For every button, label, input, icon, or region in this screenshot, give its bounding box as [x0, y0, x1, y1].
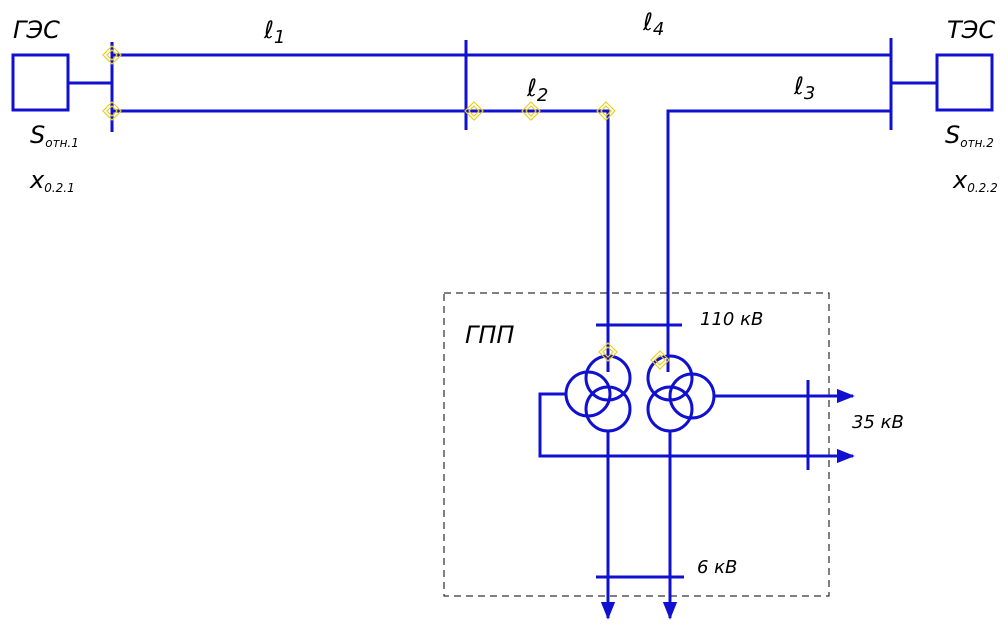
feed-t1-mid: [538, 392, 808, 458]
station-right-name: ТЭС: [947, 16, 995, 44]
station-right-reactance: x0.2.2: [952, 166, 998, 195]
station-left-name: ГЭС: [13, 16, 60, 44]
station-left-power: Sотн.1: [30, 121, 79, 150]
station-left-reactance-sub: 0.2.1: [44, 181, 75, 195]
transformer-1: [564, 354, 632, 433]
line-label-l3-index: 3: [804, 83, 815, 104]
line-label-l1-symbol: ℓ: [263, 16, 274, 44]
line-label-l2: ℓ2: [526, 74, 548, 106]
line-label-l3: ℓ3: [793, 72, 815, 104]
generator-right-box: [935, 53, 994, 112]
voltage-label-110kv: 110 кВ: [700, 309, 763, 330]
line-label-l2-index: 2: [537, 85, 548, 106]
line-l2: [466, 109, 610, 325]
line-label-l2-symbol: ℓ: [526, 74, 537, 102]
station-left-power-base: S: [30, 121, 45, 149]
station-left-reactance: x0.2.1: [29, 166, 75, 195]
node-markers: [102, 45, 670, 370]
generator-left-box: [11, 53, 70, 112]
station-right-reactance-sub: 0.2.2: [967, 181, 998, 195]
line-label-l1-index: 1: [274, 27, 285, 48]
station-right-reactance-base: x: [952, 166, 968, 194]
station-left-reactance-base: x: [29, 166, 45, 194]
station-left-power-sub: отн.1: [45, 136, 79, 150]
voltage-label-35kv: 35 кВ: [852, 412, 904, 433]
station-right-power-sub: отн.2: [960, 136, 994, 150]
line-label-l1: ℓ1: [263, 16, 285, 48]
substation-boundary: [443, 292, 830, 597]
substation-name: ГПП: [465, 321, 514, 349]
line-l3: [666, 109, 891, 325]
line-label-l4-symbol: ℓ: [642, 8, 653, 36]
line-label-l3-symbol: ℓ: [793, 72, 804, 100]
voltage-label-6kv: 6 кВ: [697, 557, 737, 578]
line-label-l4-index: 4: [653, 19, 664, 40]
station-right-power-base: S: [945, 121, 960, 149]
line-label-l4: ℓ4: [642, 8, 664, 40]
station-right-power: Sотн.2: [945, 121, 994, 150]
